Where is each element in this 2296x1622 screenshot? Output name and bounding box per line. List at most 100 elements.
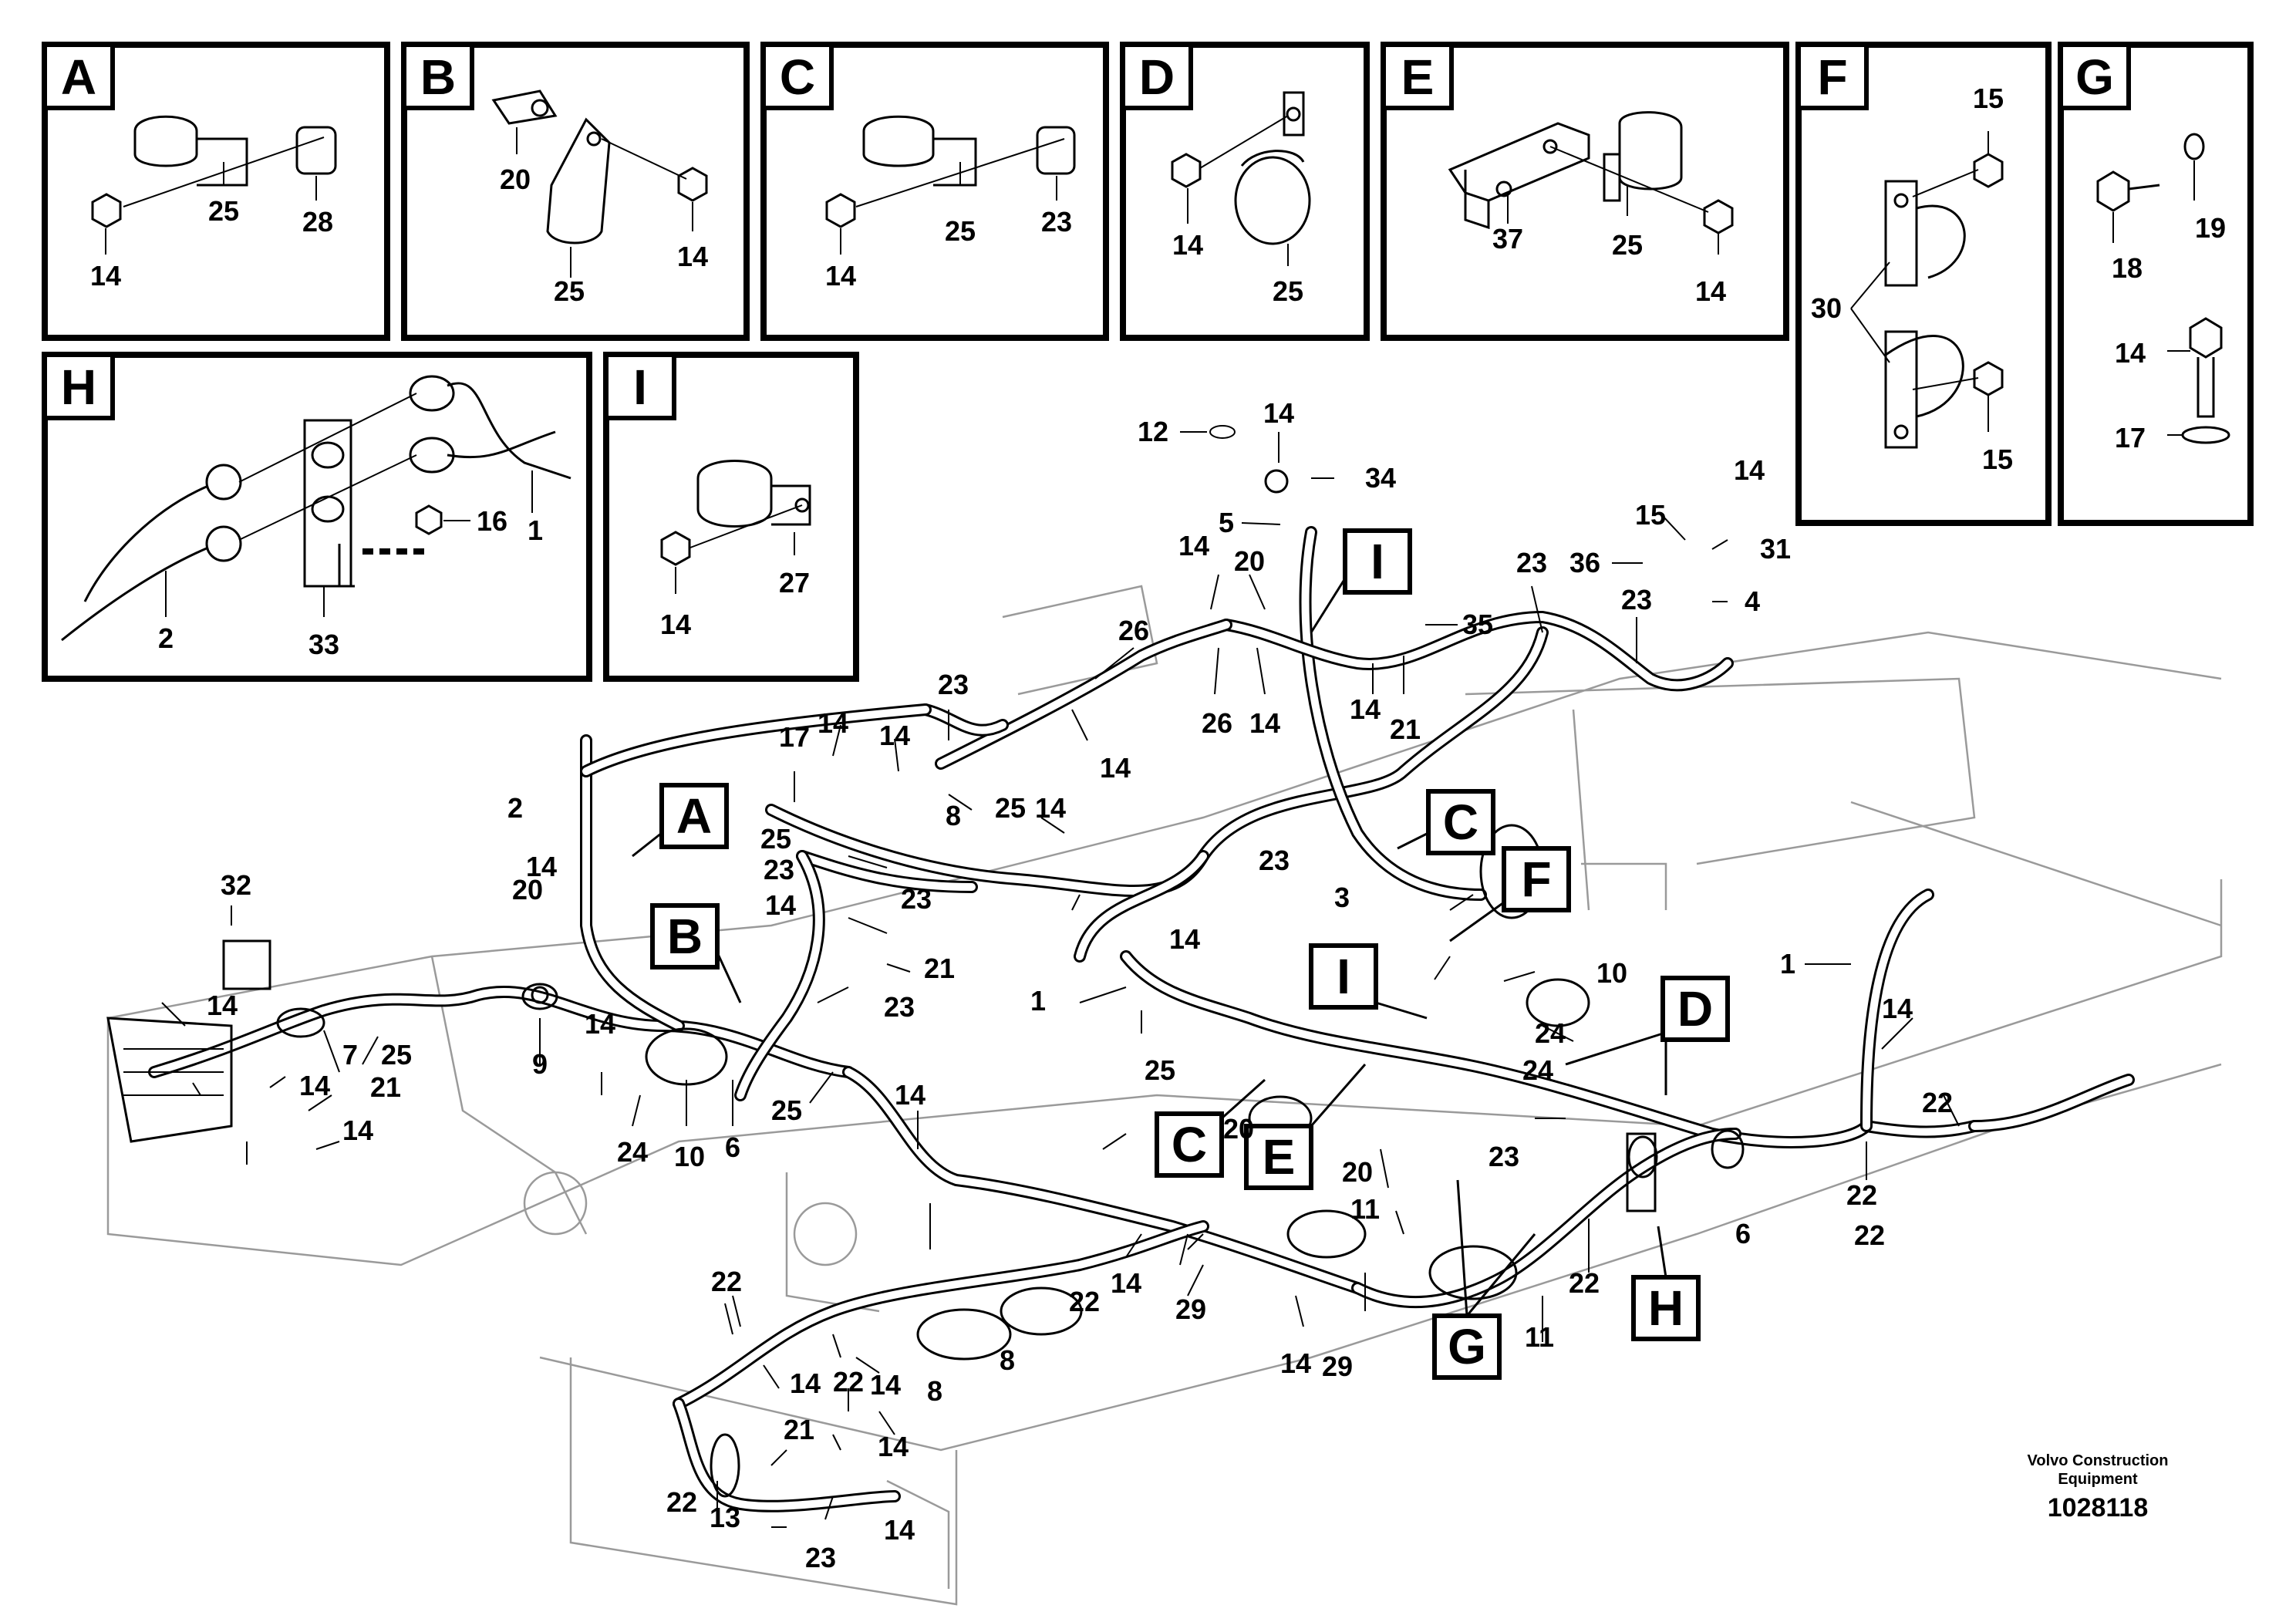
inset-a-callout-3: 14 [90,260,121,292]
callout: 17 [779,721,810,753]
inset-f-callout-2: 30 [1811,292,1842,324]
callout: 14 [1035,792,1066,824]
inset-f-clamp-detail: F 15 30 15 [1795,42,2052,526]
inset-f-callout-3: 15 [1982,443,2013,475]
callout: 14 [1280,1347,1311,1379]
credit-line-2: Equipment [2058,1471,2138,1488]
callout: 14 [1169,923,1200,955]
svg-text:C: C [1172,1117,1207,1172]
callout: 14 [1882,993,1913,1024]
callout: 7 [342,1039,358,1071]
callout: 23 [1516,547,1547,578]
callout: 11 [1525,1321,1554,1353]
callout: 22 [1069,1286,1100,1317]
inset-h-callout-4: 33 [308,629,339,660]
inset-g-callout-3: 14 [2115,337,2146,369]
callout: 5 [1219,507,1234,538]
callout: 21 [1390,713,1421,745]
callout: 21 [370,1071,401,1103]
callout: 14 [1734,454,1765,486]
callout: 11 [1350,1193,1380,1225]
chassis-frame-outline [106,585,2223,1606]
detail-tag-i-lower: I [1309,943,1428,1020]
callout: 25 [381,1039,412,1071]
callout: 4 [1745,585,1760,617]
callout: 10 [1596,957,1627,989]
callout: 14 [207,990,238,1021]
detail-tag-b: B [650,903,742,1003]
inset-b-clamp-detail: B 20 14 25 [401,42,750,341]
callout: 29 [1322,1351,1353,1382]
callout: 14 [765,889,796,921]
inset-i-callout-2: 14 [660,609,691,640]
inset-e-callout-3: 14 [1695,275,1726,307]
callout: 22 [833,1366,864,1398]
callout: 22 [1569,1267,1600,1299]
callout: 8 [927,1375,942,1407]
callout: 26 [1118,615,1149,646]
callout: 26 [1202,707,1232,739]
callout: 14 [1249,707,1280,739]
detail-tags: A B C C D E F [632,528,1730,1380]
inset-i-letter: I [633,359,647,415]
callout: 20 [1342,1156,1373,1188]
inset-e-callout-1: 37 [1492,223,1523,255]
inset-e-clamp-detail: E 37 25 14 [1381,42,1789,341]
callout: 1 [1030,985,1046,1017]
inset-h-letter: H [61,359,96,415]
callout: 14 [818,707,848,739]
callout: 14 [1100,752,1131,784]
callout: 12 [1138,416,1168,447]
credit-line-1: Volvo Construction [2028,1452,2169,1469]
callout: 14 [299,1070,330,1101]
callout: 21 [784,1414,814,1445]
inset-h-callout-1: 16 [477,505,507,537]
callout: 8 [946,800,961,831]
document-number: 1028118 [2048,1493,2149,1523]
inset-c-letter: C [780,49,815,105]
callout: 20 [512,874,543,905]
callout: 24 [617,1136,648,1168]
callout: 32 [221,869,251,901]
svg-text:I: I [1337,949,1350,1004]
callout-leaders [161,425,1960,1528]
inset-a-clamp-detail: A 25 28 14 [42,42,390,341]
inset-d-callout-2: 25 [1273,275,1303,307]
inset-d-callout-1: 14 [1172,229,1203,261]
callout: 25 [760,823,791,855]
inset-f-letter: F [1817,49,1847,105]
callout: 22 [1854,1219,1885,1251]
svg-text:H: H [1648,1280,1684,1336]
callout: 23 [764,854,794,885]
callout: 8 [1000,1344,1015,1376]
inset-e-callout-2: 25 [1612,229,1643,261]
harness-fittings [106,469,1745,1498]
inset-c-clamp-detail: C 25 23 14 [760,42,1109,341]
inset-h-bracket-detail: H 16 1 2 33 [42,352,592,682]
callout: 21 [924,953,955,984]
svg-text:B: B [667,909,703,964]
svg-text:A: A [676,788,712,844]
callout: 35 [1462,609,1493,640]
inset-f-callout-1: 15 [1973,83,2004,114]
callout: 6 [1735,1218,1751,1249]
inset-d-letter: D [1139,49,1175,105]
callout: 14 [1111,1267,1141,1299]
callout: 29 [1175,1293,1206,1325]
callout: 23 [901,883,932,915]
svg-text:G: G [1448,1319,1486,1374]
inset-c-callout-1: 25 [945,215,976,247]
callout: 34 [1365,462,1396,494]
detail-tag-d: D [1565,976,1730,1095]
inset-a-callout-1: 25 [208,195,239,227]
callout: 20 [1234,545,1265,577]
inset-c-callout-2: 23 [1041,206,1072,238]
callout: 14 [342,1114,373,1146]
detail-tag-c-lower: C [1155,1078,1266,1178]
callout: 23 [1259,845,1290,876]
callout: 2 [507,792,523,824]
inset-h-callout-3: 2 [158,622,174,654]
detail-tag-i-upper: I [1310,528,1412,633]
callout: 24 [1522,1054,1553,1086]
